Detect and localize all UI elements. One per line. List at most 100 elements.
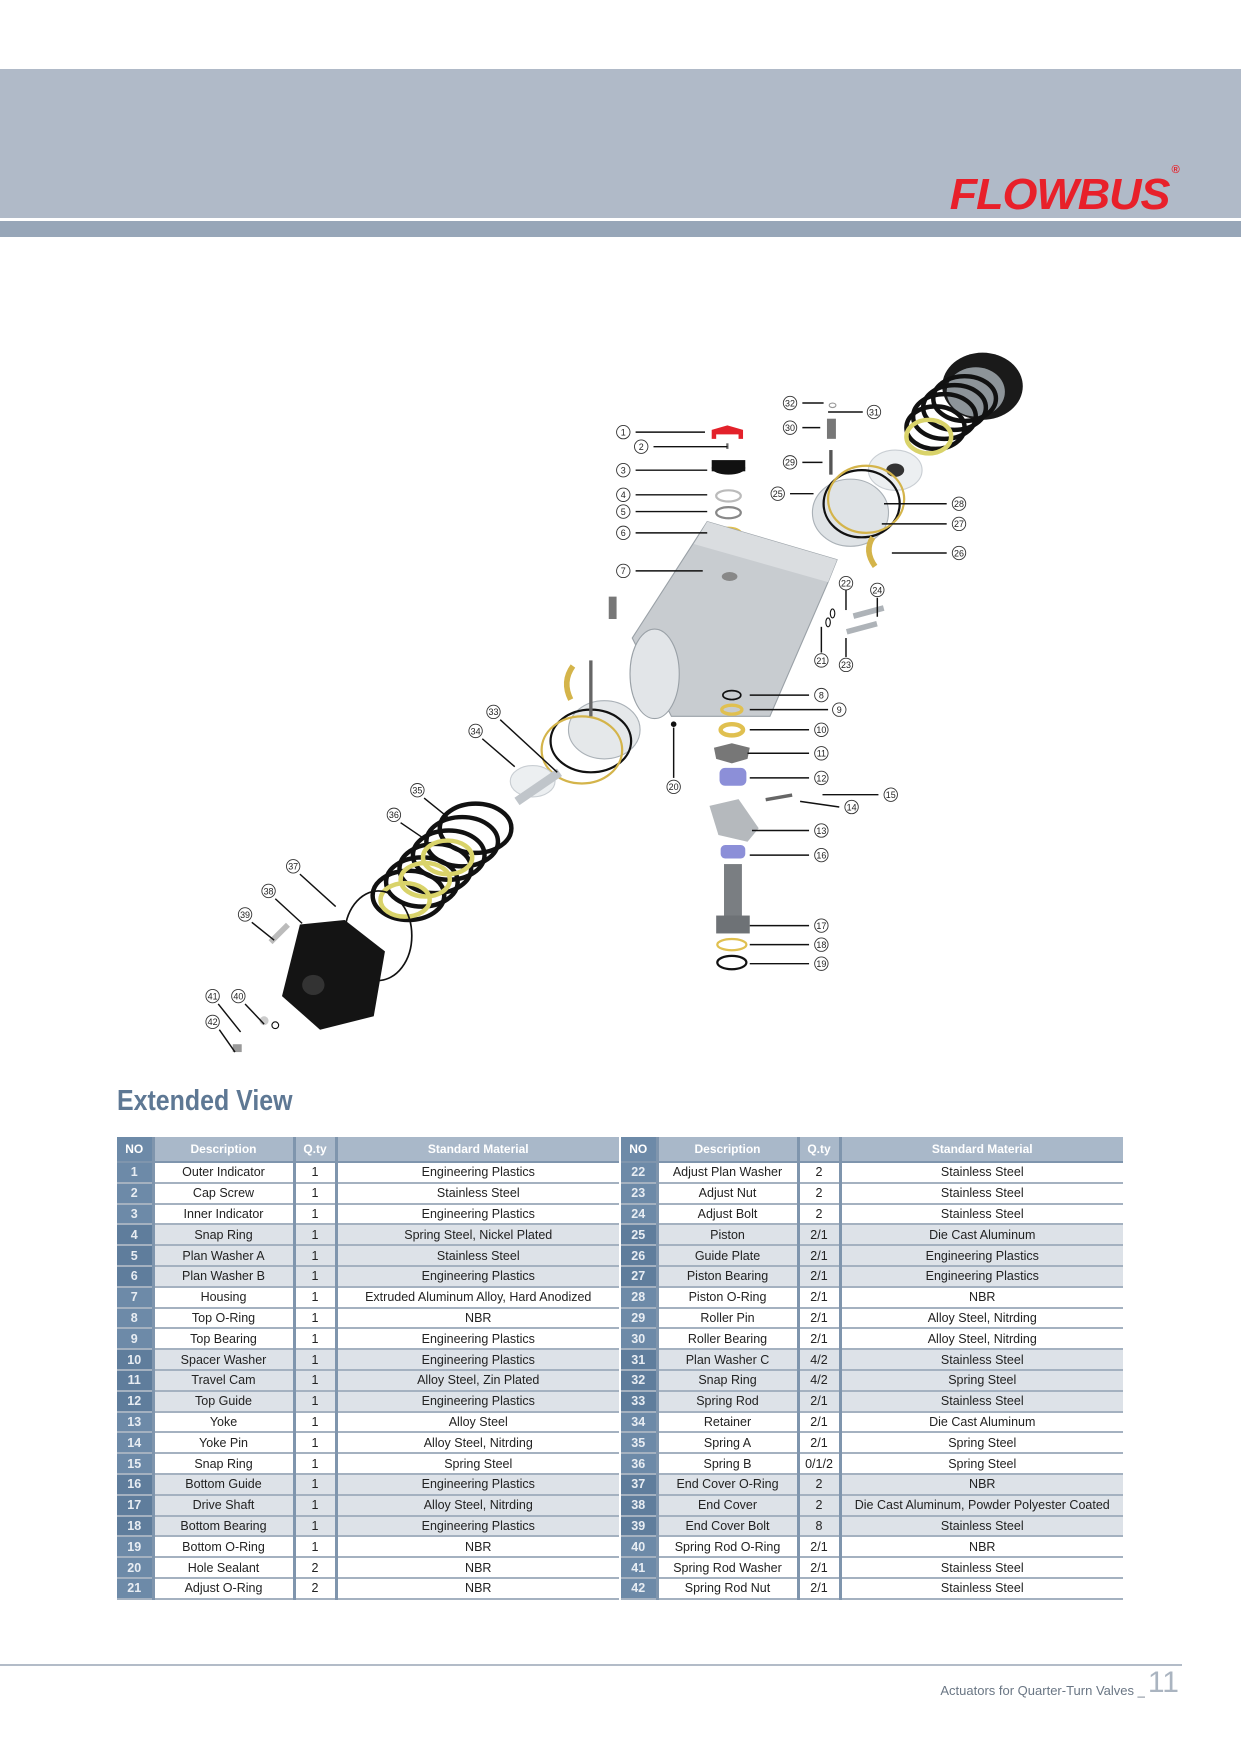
part-quantity: 2 xyxy=(798,1203,842,1226)
callout-number: 38 xyxy=(264,886,274,896)
part-quantity: 1 xyxy=(294,1307,338,1330)
part-material: Engineering Plastics xyxy=(336,1265,619,1288)
part-description: Bottom Guide xyxy=(153,1473,296,1496)
part-number: 35 xyxy=(621,1432,659,1455)
part-material: Engineering Plastics xyxy=(336,1390,619,1413)
callout-number: 29 xyxy=(785,458,795,468)
part-number: 16 xyxy=(117,1473,155,1496)
part-number: 10 xyxy=(117,1349,155,1371)
callout-circle xyxy=(616,525,631,541)
callout-circle xyxy=(838,657,854,673)
part-description: Cap Screw xyxy=(153,1182,296,1205)
part-material: Alloy Steel xyxy=(336,1411,619,1434)
callout-circle xyxy=(951,496,967,511)
drive-shaft-stack xyxy=(670,689,793,971)
part-description: End Cover xyxy=(657,1494,800,1517)
callout-number: 10 xyxy=(816,725,826,735)
callout-circle xyxy=(286,859,301,874)
part-number: 11 xyxy=(117,1369,155,1392)
part-description: Snap Ring xyxy=(153,1224,296,1247)
part-description: Adjust O-Ring xyxy=(153,1577,296,1600)
part-description: Top Guide xyxy=(153,1390,296,1413)
part-quantity: 2/1 xyxy=(798,1536,842,1559)
part-description: Spacer Washer xyxy=(153,1349,296,1371)
callout-number: 27 xyxy=(954,519,964,529)
part-material: Spring Steel xyxy=(336,1453,619,1475)
part-material: Stainless Steel xyxy=(840,1515,1123,1538)
part-quantity: 2/1 xyxy=(798,1411,842,1434)
callout-number: 15 xyxy=(886,790,896,800)
part-quantity: 1 xyxy=(294,1349,338,1371)
part-number: 17 xyxy=(117,1494,155,1517)
page-number: 11 xyxy=(1147,1666,1179,1699)
callout-circle xyxy=(486,704,501,720)
callout-circle xyxy=(205,988,220,1004)
part-description: Snap Ring xyxy=(657,1369,800,1392)
part-quantity: 1 xyxy=(294,1265,338,1288)
part-quantity: 1 xyxy=(294,1473,338,1496)
callout-circle xyxy=(782,455,798,470)
part-description: Hole Sealant xyxy=(153,1557,296,1579)
callout-number: 17 xyxy=(816,921,826,931)
part-description: Adjust Plan Washer xyxy=(657,1162,800,1184)
section-title: Extended View xyxy=(117,1085,293,1117)
callout-circle xyxy=(838,576,854,591)
part-quantity: 2/1 xyxy=(798,1286,842,1309)
callout-circle xyxy=(237,907,253,922)
part-material: Stainless Steel xyxy=(840,1390,1123,1413)
callout-leader-line xyxy=(800,800,840,808)
part-material: Stainless Steel xyxy=(840,1349,1123,1371)
callout-leader-line xyxy=(217,1003,242,1033)
part-quantity: 2/1 xyxy=(798,1328,842,1351)
header-qty: Q.ty xyxy=(798,1137,842,1163)
part-number: 20 xyxy=(117,1557,155,1579)
callout-circle xyxy=(814,937,829,952)
callout-number: 42 xyxy=(208,1017,218,1027)
part-quantity: 1 xyxy=(294,1162,338,1184)
part-description: Spring A xyxy=(657,1432,800,1455)
callout-circle xyxy=(666,779,681,795)
callout-circle xyxy=(883,787,898,802)
part-material: Stainless Steel xyxy=(840,1577,1123,1600)
part-material: NBR xyxy=(336,1557,619,1579)
header-material: Standard Material xyxy=(840,1137,1123,1163)
callout-circle xyxy=(832,702,847,717)
part-number: 39 xyxy=(621,1515,659,1538)
part-description: Piston O-Ring xyxy=(657,1286,800,1309)
part-material: Engineering Plastics xyxy=(336,1473,619,1496)
header-qty: Q.ty xyxy=(294,1137,338,1163)
part-material: Spring Steel xyxy=(840,1369,1123,1392)
part-number: 41 xyxy=(621,1557,659,1579)
part-number: 23 xyxy=(621,1182,659,1205)
part-quantity: 8 xyxy=(798,1515,842,1538)
callout-circle xyxy=(616,424,631,440)
part-description: Top Bearing xyxy=(153,1328,296,1351)
actuator-parts xyxy=(232,352,1023,1053)
part-material: Engineering Plastics xyxy=(336,1349,619,1371)
callout-circle xyxy=(386,807,402,822)
callout-number: 30 xyxy=(785,423,795,433)
callout-circle xyxy=(951,545,967,561)
part-material: Spring Steel xyxy=(840,1453,1123,1475)
callout-number: 41 xyxy=(208,991,218,1001)
part-quantity: 1 xyxy=(294,1411,338,1434)
callout-number: 34 xyxy=(471,726,481,736)
part-number: 34 xyxy=(621,1411,659,1434)
callout-number: 5 xyxy=(621,507,626,517)
callout-number: 20 xyxy=(669,782,679,792)
part-quantity: 1 xyxy=(294,1494,338,1517)
